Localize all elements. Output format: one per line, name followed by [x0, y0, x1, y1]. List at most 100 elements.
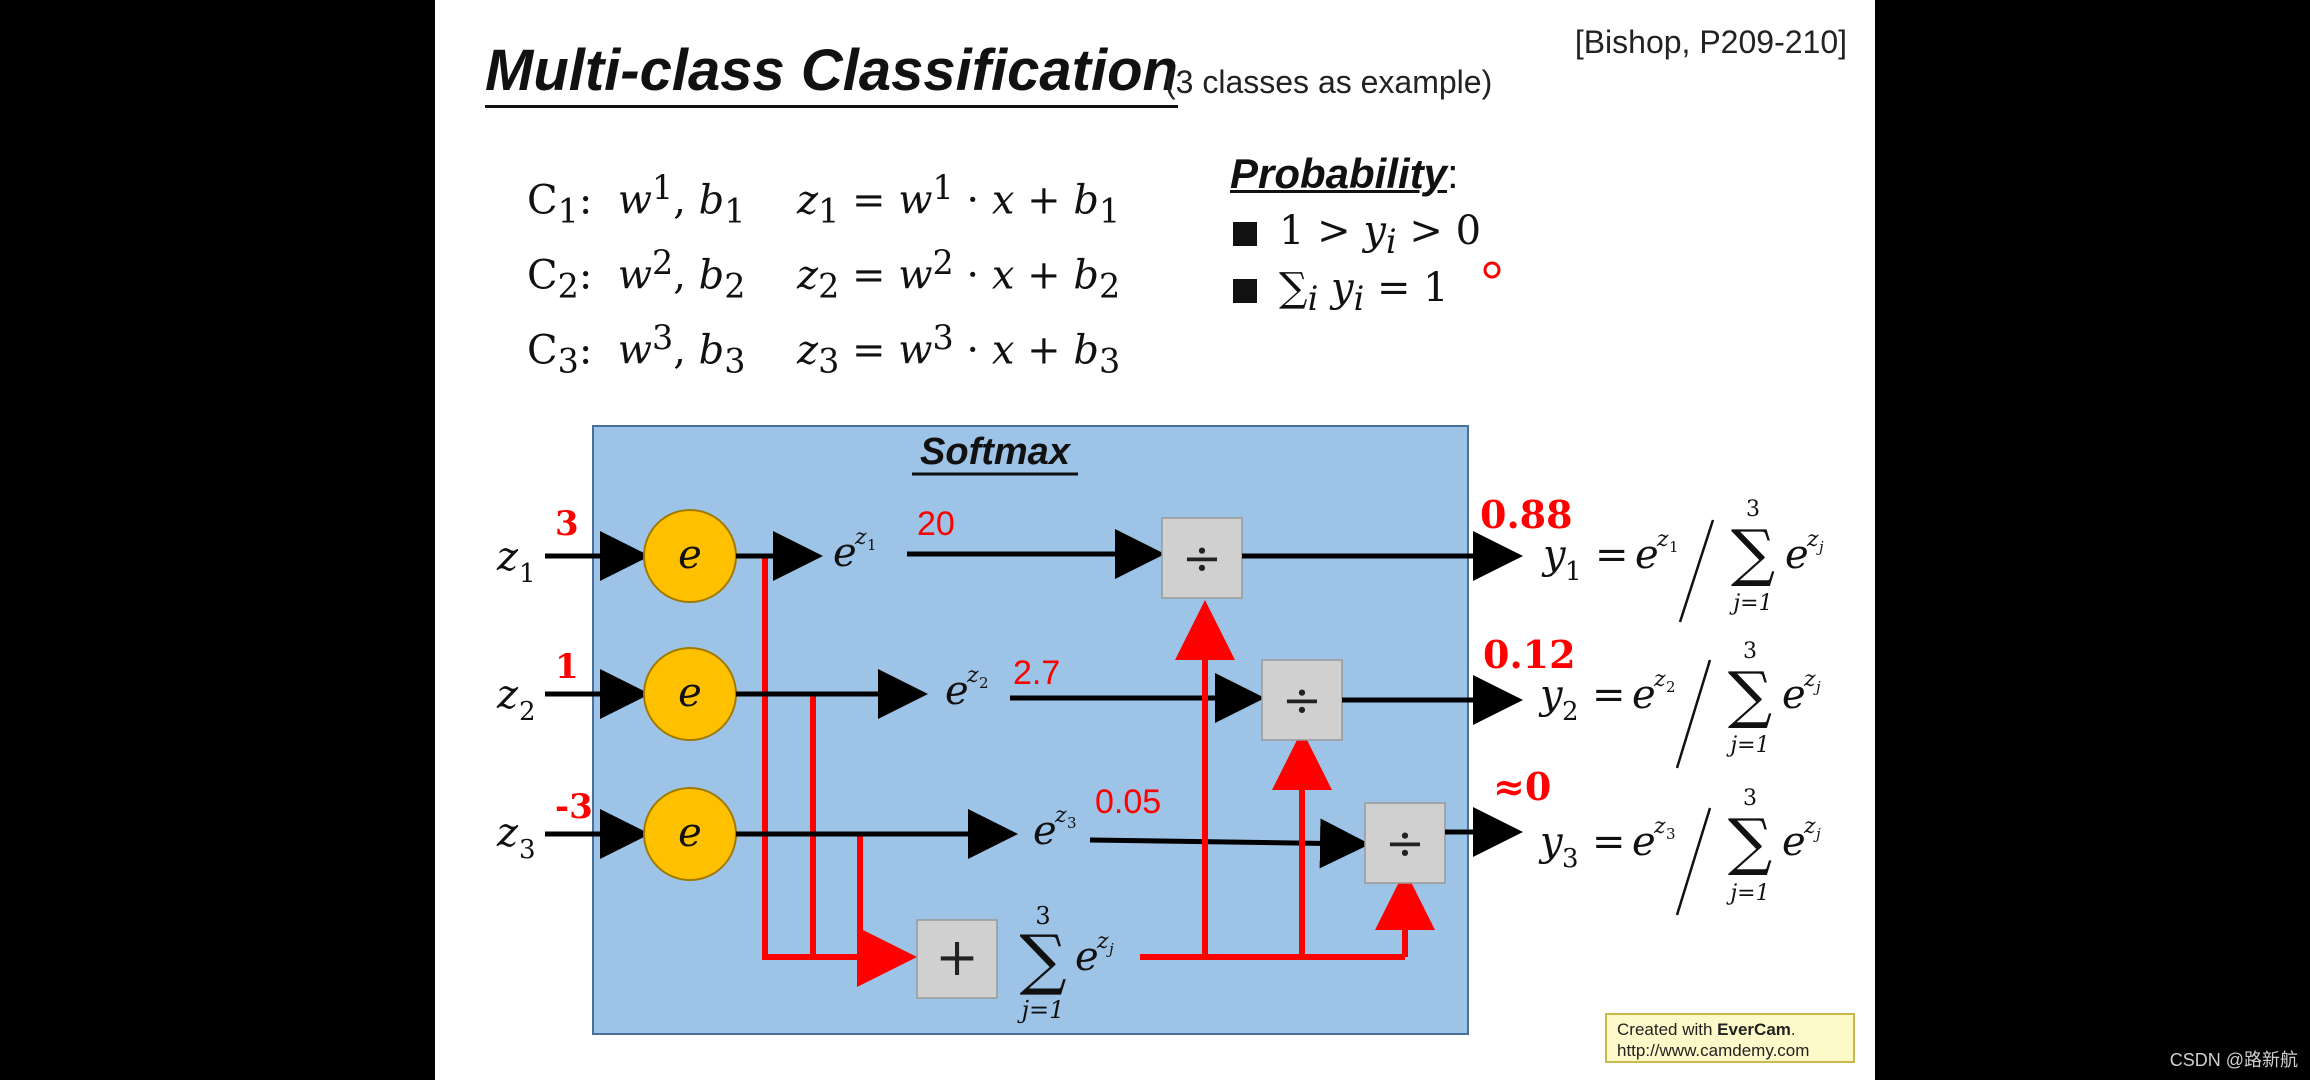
svg-text:=: =	[1592, 819, 1626, 865]
softmax-diagram: Softmax z 1 3 z 2 1 z 3 -3	[496, 425, 1824, 1035]
svg-text:e: e	[1635, 532, 1659, 578]
sum-feed-lines	[762, 556, 917, 987]
svg-text:=: =	[1592, 672, 1626, 718]
divide-node-2: ÷	[1261, 659, 1343, 741]
svg-text:j=1: j=1	[1017, 996, 1065, 1024]
svg-text:∑: ∑	[1731, 516, 1775, 589]
linear-eq-3: z3 = w3 · x + b3	[797, 318, 1121, 381]
output-value-2: 0.12	[1483, 632, 1576, 677]
exp-value-3: 0.05	[1095, 783, 1161, 821]
svg-text:j=1: j=1	[1725, 733, 1769, 758]
probability-condition-1: 1 > yi > 0	[1233, 208, 1481, 261]
svg-text:e: e	[1782, 819, 1806, 865]
svg-text:=: =	[1595, 532, 1629, 578]
svg-text:e: e	[833, 530, 857, 576]
slide: Multi-class Classification (3 classes as…	[435, 0, 1875, 1080]
slide-subtitle: (3 classes as example)	[1165, 64, 1493, 100]
divide-node-3: ÷	[1364, 802, 1446, 884]
svg-text:j: j	[1813, 825, 1821, 843]
svg-text:e: e	[945, 668, 969, 714]
svg-text:3: 3	[519, 835, 536, 865]
exp-term-1: e z 1	[833, 525, 877, 576]
svg-text:∑: ∑	[1728, 658, 1772, 731]
sum-distribution-lines	[1140, 600, 1435, 960]
linear-eq-1: z1 = w1 · x + b1	[797, 168, 1121, 231]
svg-text:3: 3	[1067, 814, 1077, 832]
svg-text:1: 1	[519, 559, 536, 589]
input-z2: z 2 1	[496, 647, 650, 727]
svg-text:2: 2	[979, 674, 989, 692]
exp-term-3: e z 3	[1033, 803, 1077, 854]
input-z3: z 3 -3	[496, 787, 650, 865]
svg-text:÷: ÷	[1282, 672, 1322, 728]
evercam-watermark: Created with EverCam. http://www.camdemy…	[1605, 1013, 1855, 1063]
csdn-credit: CSDN @路新航	[2169, 1050, 2298, 1070]
svg-text:1: 1	[1565, 557, 1582, 587]
probability-condition-2: ∑i yi = 1	[1233, 265, 1449, 318]
class-label: C	[527, 177, 558, 224]
svg-text:e: e	[678, 532, 702, 578]
svg-text:j: j	[1106, 940, 1114, 958]
svg-text:3: 3	[1562, 844, 1579, 874]
output-formula-1: y 1 = e z 1 3 ∑ j=1 e z j	[1541, 497, 1824, 623]
class-def-3: C3: w3, b3	[527, 318, 746, 381]
output-formula-3: y 3 = e z 3 3 ∑ j=1 e z j	[1538, 786, 1821, 916]
svg-text:3: 3	[1666, 825, 1676, 843]
svg-text:2: 2	[519, 697, 536, 727]
svg-text:z: z	[1656, 527, 1669, 552]
svg-text:e: e	[1632, 672, 1656, 718]
svg-text:÷: ÷	[1182, 530, 1222, 586]
svg-text:z: z	[496, 810, 519, 856]
output-value-1: 0.88	[1480, 492, 1573, 537]
input-z1: z 1 3	[496, 504, 650, 589]
svg-text:e: e	[1632, 819, 1656, 865]
class-def-1: C1: w1, b1	[527, 168, 746, 231]
class-def-2: C2: w2, b2	[527, 243, 746, 306]
sum-expression: 3 ∑ j=1 e z j	[1017, 902, 1114, 1024]
exp-term-2: e z 2	[945, 663, 989, 714]
svg-text:z: z	[496, 534, 519, 580]
svg-text:z: z	[1806, 527, 1819, 552]
svg-text:y: y	[1541, 532, 1567, 578]
svg-text:z: z	[496, 672, 519, 718]
cursor-dot-icon	[1483, 261, 1501, 279]
linear-eq-2: z2 = w2 · x + b2	[797, 243, 1121, 306]
svg-text:z: z	[1653, 667, 1666, 692]
exp-node-2: e	[643, 647, 737, 741]
output-value-3: ≈0	[1493, 764, 1551, 809]
svg-text:y: y	[1538, 819, 1564, 865]
divide-node-1: ÷	[1161, 517, 1243, 599]
svg-text:j: j	[1816, 538, 1824, 556]
svg-text:y: y	[1538, 672, 1564, 718]
input-value: 1	[555, 647, 579, 687]
svg-text:1: 1	[1669, 538, 1679, 556]
svg-text:3: 3	[1743, 786, 1757, 811]
svg-text:3: 3	[1743, 639, 1757, 664]
svg-text:z: z	[1803, 667, 1816, 692]
svg-text:3: 3	[1035, 902, 1050, 930]
input-value: -3	[555, 787, 593, 827]
svg-text:1: 1	[867, 536, 877, 554]
svg-text:2: 2	[1666, 678, 1676, 696]
exp-node-1: e	[643, 509, 737, 603]
probability-heading: Probability:	[1230, 150, 1459, 197]
exp-value-2: 2.7	[1013, 654, 1060, 692]
svg-text:e: e	[1782, 672, 1806, 718]
class-label: C	[527, 252, 558, 299]
svg-text:z: z	[854, 525, 867, 550]
svg-text:e: e	[678, 810, 702, 856]
square-bullet-icon	[1233, 279, 1257, 303]
svg-text:z: z	[966, 663, 979, 688]
svg-text:+: +	[935, 928, 979, 988]
square-bullet-icon	[1233, 222, 1257, 246]
output-formula-2: y 2 = e z 2 3 ∑ j=1 e z j	[1538, 639, 1821, 769]
softmax-label: Softmax	[920, 431, 1072, 473]
svg-text:e: e	[1033, 808, 1057, 854]
exp-node-3: e	[643, 787, 737, 881]
svg-text:z: z	[1054, 803, 1067, 828]
class-label: C	[527, 327, 558, 374]
exp-value-1: 20	[917, 505, 955, 543]
sum-node: +	[916, 919, 998, 999]
svg-text:j=1: j=1	[1725, 881, 1769, 906]
svg-text:∑: ∑	[1728, 805, 1772, 878]
